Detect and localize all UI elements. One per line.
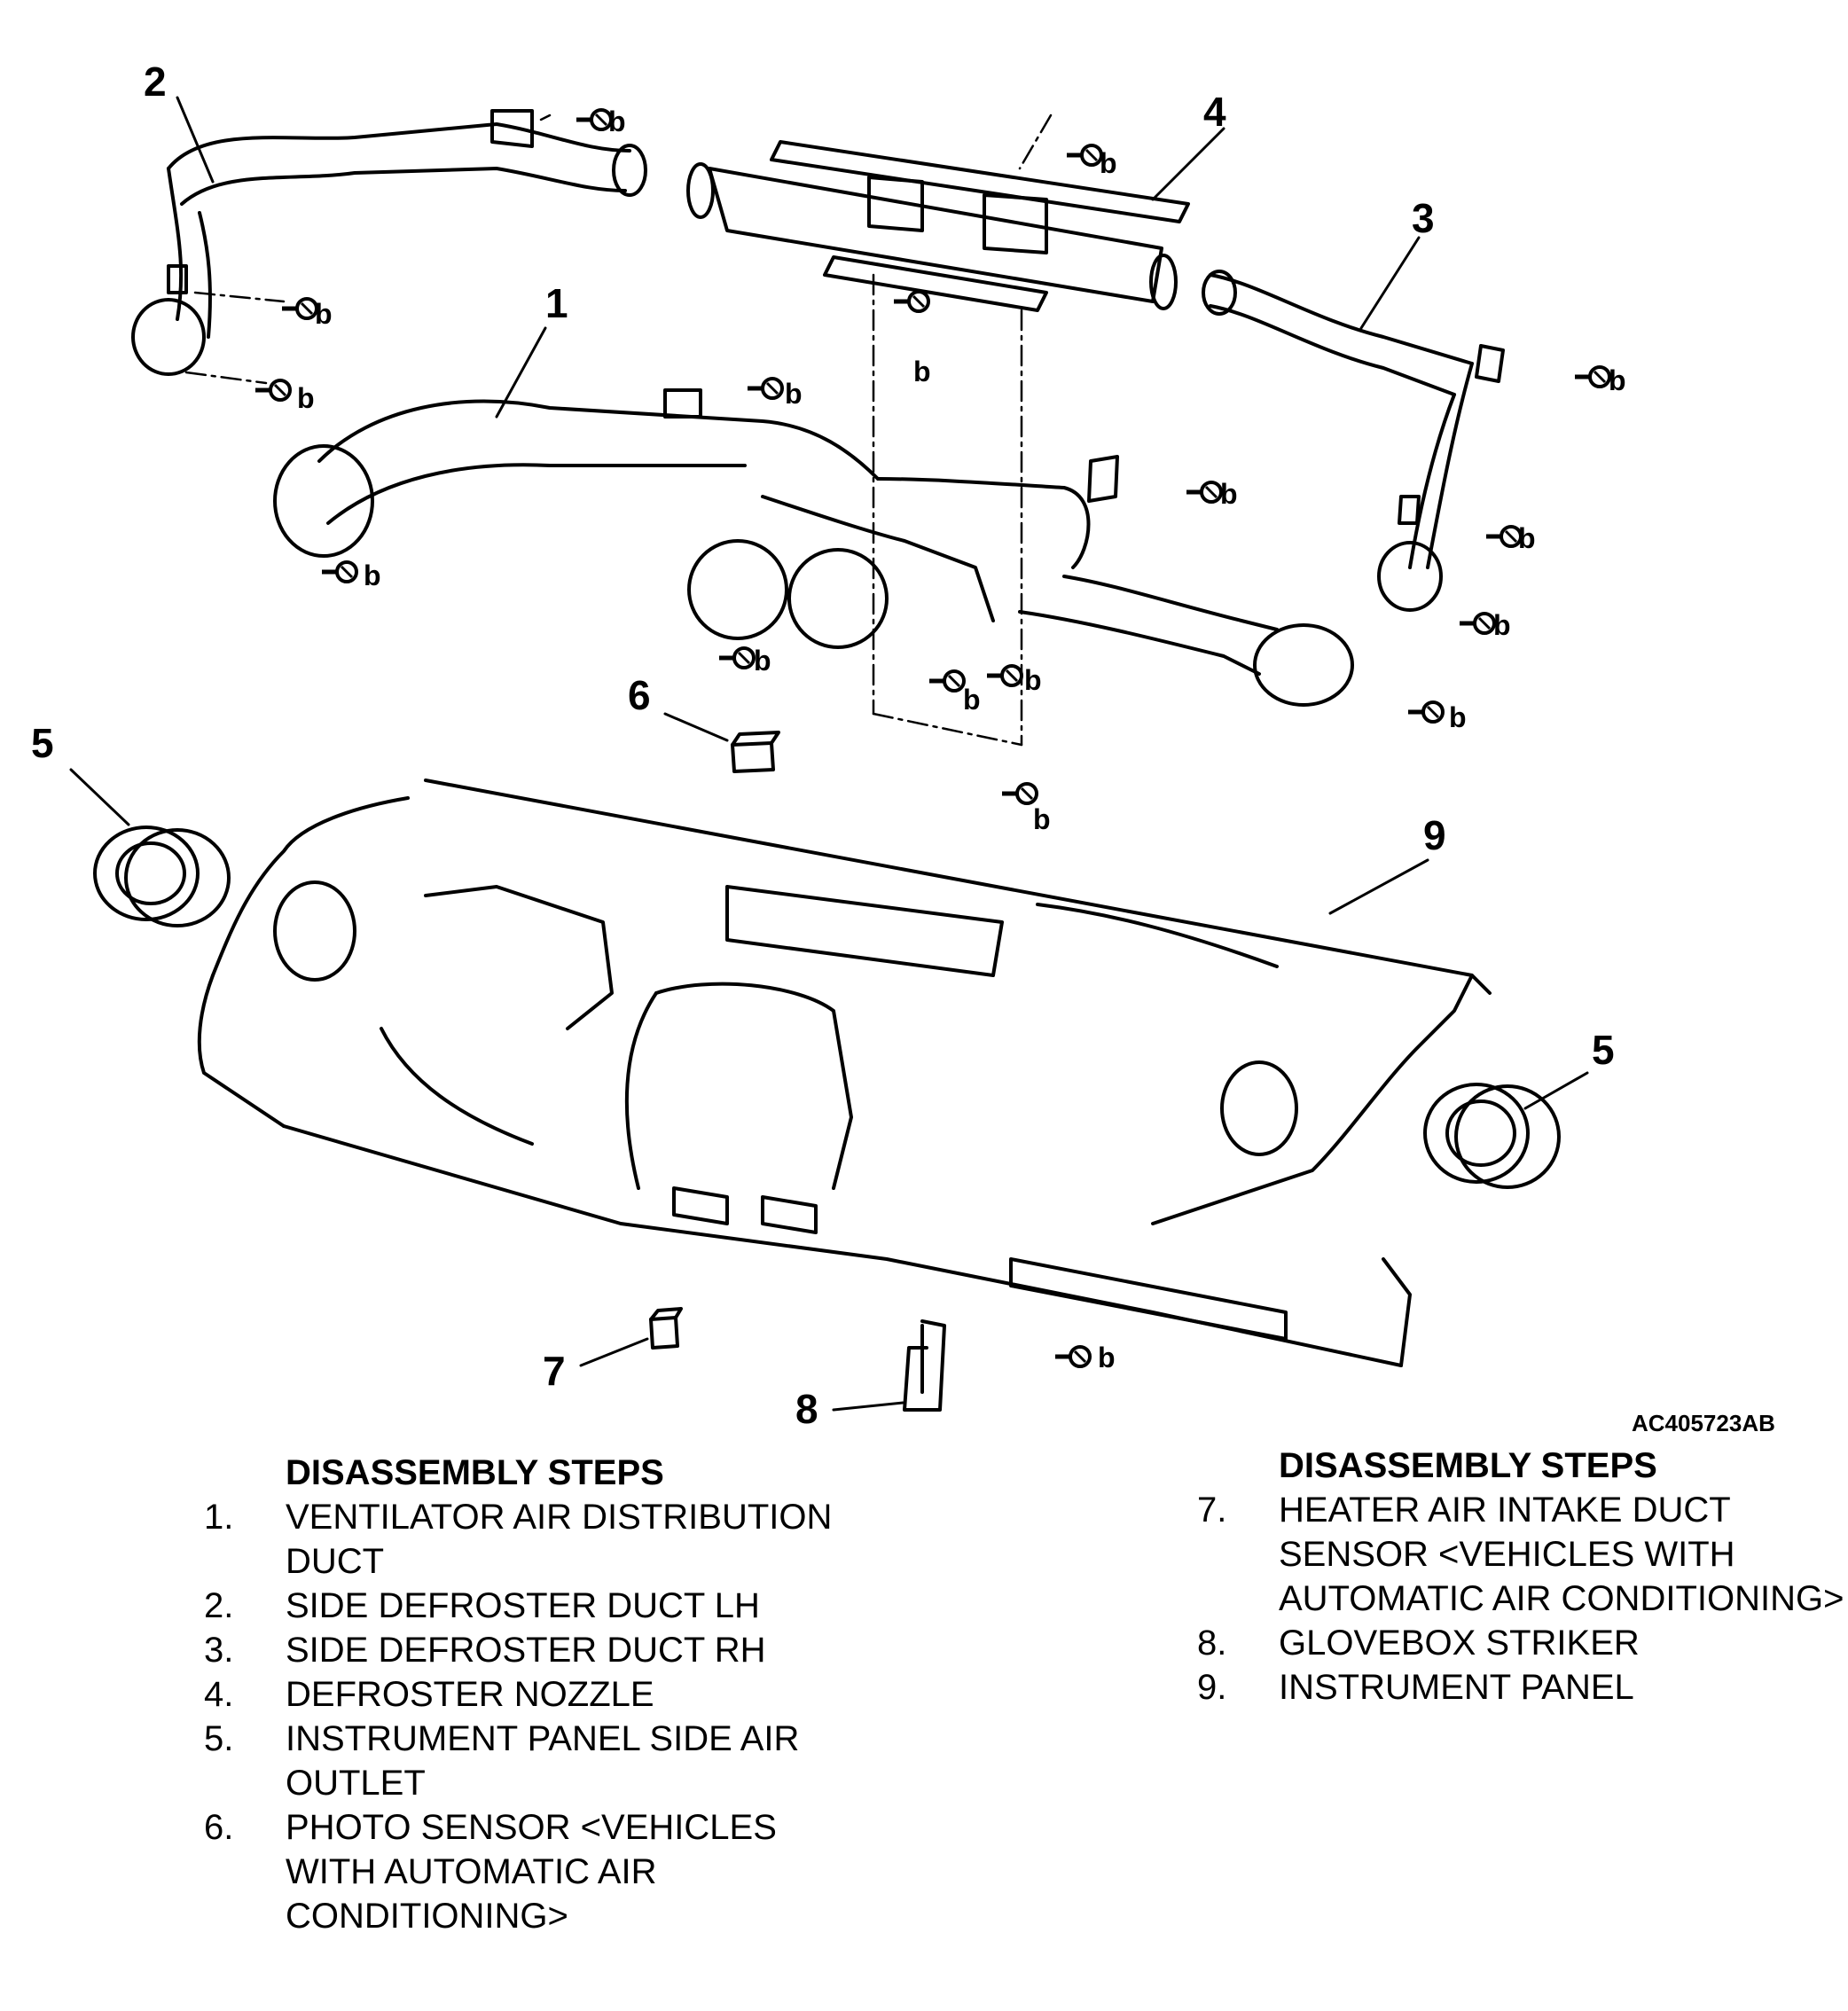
side-defroster-duct-rh	[1202, 270, 1505, 612]
exploded-diagram: b b b b b b b b b b b b b b b b b 2 4 3 …	[31, 59, 1626, 1432]
fastener-labels: b b b b b b b b b b b b b b b b b	[297, 106, 1626, 1373]
callout-5-right: 5	[1592, 1027, 1615, 1073]
screw-icon	[1460, 614, 1494, 633]
screw-icon	[1067, 145, 1101, 165]
screw-icon	[748, 379, 782, 398]
callout-6: 6	[628, 672, 651, 718]
leader-lines	[69, 96, 1589, 1412]
glovebox-striker	[903, 1319, 946, 1412]
ventilator-air-distribution-duct	[273, 388, 1354, 707]
fastener-label: b	[1220, 478, 1238, 510]
instrument-panel	[197, 779, 1492, 1367]
screw-icon	[282, 299, 317, 318]
screw-icon	[719, 648, 754, 668]
step-item: 3.SIDE DEFROSTER DUCT RH	[204, 1631, 766, 1670]
step-item: 7.HEATER AIR INTAKE DUCT SENSOR <VEHICLE…	[1197, 1491, 1844, 1618]
fastener-label: b	[785, 378, 803, 410]
side-air-outlet-lh	[93, 826, 231, 927]
screw-icon	[1186, 482, 1221, 502]
step-item: 2.SIDE DEFROSTER DUCT LH	[204, 1586, 760, 1625]
callout-9: 9	[1423, 812, 1446, 858]
callout-5-left: 5	[31, 720, 54, 766]
fastener-label: b	[1518, 522, 1536, 554]
screw-icon	[987, 666, 1022, 685]
screw-icon	[894, 292, 928, 311]
fastener-label: b	[1024, 664, 1042, 696]
screw-icon	[1575, 367, 1609, 387]
fastener-label: b	[1098, 1342, 1116, 1373]
screw-icon	[322, 562, 356, 582]
side-defroster-duct-lh	[131, 109, 647, 376]
figure-id: AC405723AB	[1632, 1410, 1775, 1436]
callout-1: 1	[545, 280, 568, 326]
callout-8: 8	[795, 1386, 818, 1432]
step-item: 8.GLOVEBOX STRIKER	[1197, 1624, 1640, 1663]
fastener-label: b	[913, 356, 931, 387]
callout-7: 7	[543, 1348, 566, 1394]
fastener-label: b	[364, 559, 381, 591]
side-air-outlet-rh	[1423, 1083, 1561, 1189]
step-item: 9.INSTRUMENT PANEL	[1197, 1668, 1634, 1707]
disassembly-steps-left: DISASSEMBLY STEPS 1.VENTILATOR AIR DISTR…	[204, 1451, 871, 1938]
fastener-label: b	[754, 645, 771, 677]
callout-2: 2	[144, 59, 167, 105]
callout-4: 4	[1203, 89, 1226, 135]
step-item: 4.DEFROSTER NOZZLE	[204, 1675, 654, 1714]
part-callouts: 2 4 3 1 5 6 9 5 7 8	[31, 59, 1615, 1432]
photo-sensor	[731, 731, 780, 773]
screw-icon	[1408, 702, 1443, 722]
screw-icon	[1002, 784, 1037, 803]
screw-icon	[929, 671, 964, 691]
step-item: 5.INSTRUMENT PANEL SIDE AIR OUTLET	[204, 1719, 800, 1803]
callout-3: 3	[1412, 195, 1435, 241]
fastener-label: b	[297, 382, 315, 414]
screw-icon	[1486, 527, 1521, 546]
steps-heading: DISASSEMBLY STEPS	[286, 1453, 664, 1492]
steps-heading: DISASSEMBLY STEPS	[1279, 1446, 1657, 1485]
fastener-label: b	[1609, 364, 1626, 396]
heater-air-intake-duct-sensor	[649, 1307, 683, 1350]
screw-icon	[1055, 1347, 1090, 1366]
screw-icon	[576, 110, 611, 129]
fastener-label: b	[963, 684, 981, 716]
fastener-label: b	[1449, 701, 1467, 733]
defroster-nozzle	[686, 140, 1190, 312]
step-item: 6.PHOTO SENSOR <VEHICLES WITH AUTOMATIC …	[204, 1808, 777, 1936]
fastener-label: b	[1493, 609, 1511, 641]
fastener-label: b	[315, 298, 333, 330]
fastener-label: b	[1100, 147, 1117, 179]
fastener-label: b	[1033, 803, 1051, 835]
step-item: 1.VENTILATOR AIR DISTRIBUTION DUCT	[204, 1498, 833, 1581]
disassembly-steps-right: DISASSEMBLY STEPS 7.HEATER AIR INTAKE DU…	[1197, 1444, 1846, 1710]
fastener-label: b	[608, 106, 626, 137]
